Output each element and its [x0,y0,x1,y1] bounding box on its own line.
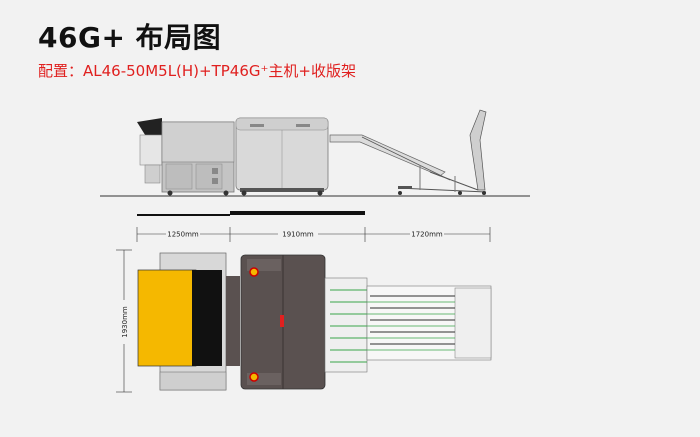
config-subtitle: 配置：AL46-50M5L(H)+TP46G⁺主机+收版架 [38,62,357,80]
top-view [137,252,492,391]
dim-length-2: 1910mm [282,231,314,239]
emergency-stop-icon [249,372,259,382]
dim-length-3: 1720mm [411,231,443,239]
stacker-top [324,277,492,373]
plate-loader-side [137,118,235,196]
main-machine-top [240,254,326,390]
side-view [100,109,530,197]
plate-loader-top [137,252,240,391]
stacker-side [329,109,487,195]
dim-length-1: 1250mm [167,231,199,239]
dim-width: 1930mm [121,306,129,338]
page-title: 46G+ 布局图 [38,21,222,54]
main-machine-side [235,117,329,196]
dimension-bars: 1250mm 1910mm 1720mm 1930mm [116,211,491,393]
emergency-stop-icon [249,267,259,277]
